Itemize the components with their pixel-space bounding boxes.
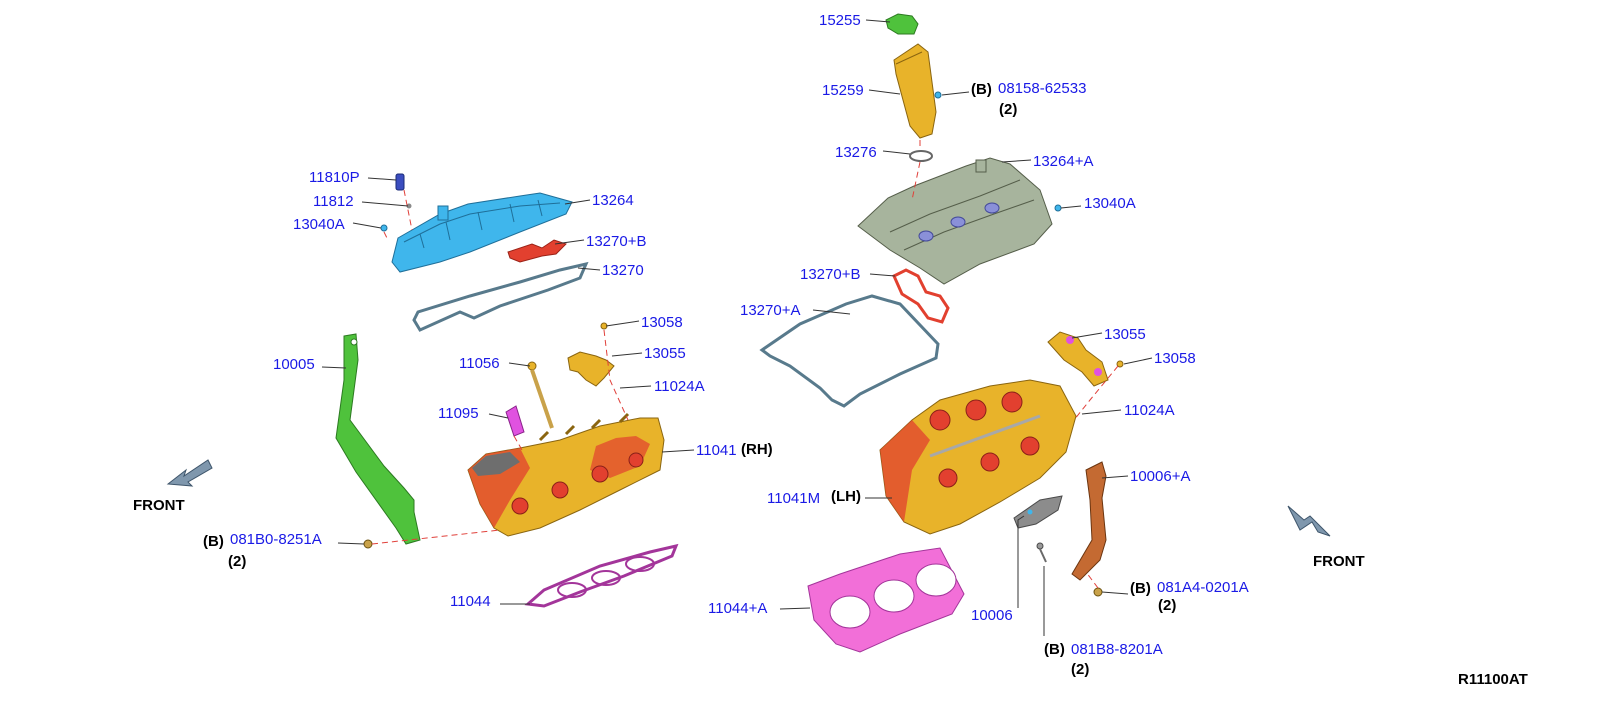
label-10005: 10005 [273, 356, 315, 373]
label-11044a: 11044+A [708, 600, 767, 617]
label-11812: 11812 [313, 193, 354, 210]
front-arrow-left-icon [166, 459, 213, 487]
label-081b0-qty: (2) [228, 553, 246, 570]
label-081a4-0201a: 081A4-0201A [1157, 579, 1249, 596]
part-11044a-head-gasket[interactable] [807, 547, 965, 653]
part-11812-grommet[interactable] [406, 203, 412, 209]
label-15259: 15259 [822, 82, 864, 99]
label-11041-rh: (RH) [741, 441, 773, 458]
part-15259-filler-tube[interactable] [893, 43, 937, 139]
part-13276-o-ring[interactable] [909, 150, 933, 162]
part-11056-bolt[interactable] [527, 361, 554, 429]
label-11024a-right: 11024A [1124, 402, 1175, 419]
part-081a4-0201a-bolt[interactable] [1093, 587, 1103, 597]
part-10005-bracket[interactable] [335, 333, 421, 545]
label-10006a: 10006+A [1130, 468, 1190, 485]
part-13055-right-bracket[interactable] [1047, 331, 1109, 387]
part-13058-right-bolt[interactable] [1116, 360, 1124, 368]
label-08158-b: (B) [971, 81, 992, 98]
part-11041-rh-cylinder-head[interactable] [467, 412, 665, 537]
label-081a4-b: (B) [1130, 580, 1151, 597]
part-13040a-left-bolt[interactable] [380, 224, 388, 232]
part-13270b-left-seal[interactable] [507, 239, 567, 263]
label-11041: 11041 [696, 442, 737, 459]
label-13058-left: 13058 [641, 314, 683, 331]
label-15255: 15255 [819, 12, 861, 29]
label-front-left: FRONT [133, 497, 185, 514]
front-arrow-right-icon [1287, 505, 1331, 537]
part-11041m-lh-cylinder-head[interactable] [879, 379, 1077, 535]
label-081b8-b: (B) [1044, 641, 1065, 658]
label-081a4-qty: (2) [1158, 597, 1176, 614]
label-13040a-left: 13040A [293, 216, 345, 233]
label-11041m-lh: (LH) [831, 488, 861, 505]
part-10006a-bracket[interactable] [1071, 461, 1107, 581]
label-13264: 13264 [592, 192, 634, 209]
part-13270-rocker-gasket[interactable] [412, 261, 589, 332]
label-13276: 13276 [835, 144, 877, 161]
label-11024a-left: 11024A [654, 378, 705, 395]
label-13058-right: 13058 [1154, 350, 1196, 367]
label-13040a-right: 13040A [1084, 195, 1136, 212]
part-11044-head-gasket[interactable] [524, 543, 679, 608]
label-11044: 11044 [450, 593, 491, 610]
part-13264a-rocker-cover[interactable] [857, 157, 1053, 285]
label-081b8-qty: (2) [1071, 661, 1089, 678]
part-15255-cap[interactable] [885, 13, 919, 35]
label-11810p: 11810P [309, 169, 360, 186]
part-13264-rocker-cover[interactable] [391, 192, 573, 273]
diagram-code: R11100AT [1458, 671, 1528, 688]
part-081b8-8201a-bolt[interactable] [1036, 542, 1047, 563]
label-front-right: FRONT [1313, 553, 1365, 570]
assembly-lines [371, 140, 1119, 589]
part-10006-bracket[interactable] [1013, 495, 1063, 529]
label-081b8-8201a: 081B8-8201A [1071, 641, 1163, 658]
part-13040a-right-bolt[interactable] [1054, 204, 1062, 212]
label-13264a: 13264+A [1033, 153, 1093, 170]
part-13055-left-bracket[interactable] [567, 351, 615, 387]
label-13270: 13270 [602, 262, 644, 279]
label-08158-62533: 08158-62533 [998, 80, 1086, 97]
part-11095-collar[interactable] [505, 405, 525, 437]
label-11056: 11056 [459, 355, 500, 372]
label-13270a: 13270+A [740, 302, 800, 319]
label-11095: 11095 [438, 405, 479, 422]
leader-lines [321, 19, 1153, 636]
label-081b0-b: (B) [203, 533, 224, 550]
label-13055-right: 13055 [1104, 326, 1146, 343]
label-13270b-left: 13270+B [586, 233, 646, 250]
part-081b0-8251a-bolt[interactable] [363, 539, 373, 549]
label-10006: 10006 [971, 607, 1013, 624]
part-13270a-rocker-gasket[interactable] [759, 294, 940, 408]
label-13055-left: 13055 [644, 345, 686, 362]
label-08158-qty: (2) [999, 101, 1017, 118]
label-13270b-right: 13270+B [800, 266, 860, 283]
part-11810p-pcv-valve[interactable] [395, 173, 405, 191]
label-11041m: 11041M [767, 490, 820, 507]
part-08158-62533-bolt[interactable] [934, 91, 942, 99]
label-081b0-8251a: 081B0-8251A [230, 531, 322, 548]
part-13270b-right-seal[interactable] [892, 268, 950, 324]
